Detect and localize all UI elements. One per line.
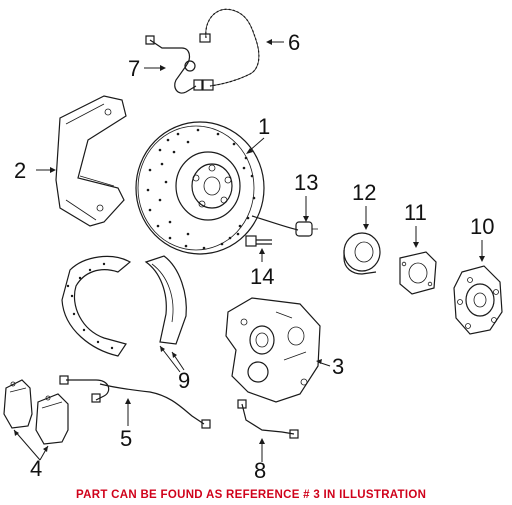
- callout-11: 11: [404, 200, 427, 225]
- leader-lines: [13, 39, 485, 462]
- part-9-parking-brake-shoes: [61, 255, 187, 357]
- part-8-brake-line: [237, 399, 299, 439]
- part-7-wear-sensor: [145, 35, 203, 94]
- callout-14: 14: [250, 264, 274, 289]
- callout-10: 10: [470, 214, 494, 239]
- part-14-bolt: [245, 235, 272, 247]
- callout-5: 5: [120, 426, 132, 451]
- callout-3: 3: [332, 354, 344, 379]
- callout-4: 4: [30, 456, 42, 481]
- callout-13: 13: [294, 170, 318, 195]
- part-3-brake-caliper: [225, 297, 321, 403]
- reference-note: PART CAN BE FOUND AS REFERENCE # 3 IN IL…: [76, 489, 426, 501]
- part-13-abs-sensor: [251, 215, 318, 237]
- part-5-wear-sensor: [59, 375, 211, 429]
- callout-9: 9: [178, 368, 190, 393]
- part-12-wheel-bearing: [343, 232, 381, 275]
- part-4-brake-pads: [3, 379, 69, 445]
- callout-7: 7: [128, 56, 140, 81]
- part-2-splash-shield: [55, 95, 127, 227]
- callout-1: 1: [258, 114, 270, 139]
- callout-8: 8: [254, 458, 266, 483]
- callout-6: 6: [288, 30, 300, 55]
- callout-2: 2: [14, 158, 26, 183]
- callout-12: 12: [352, 180, 376, 205]
- part-11-hub-carrier-plate: [399, 251, 437, 295]
- part-1-brake-rotor: [135, 121, 265, 255]
- part-6-brake-hose: [199, 8, 260, 91]
- part-10-wheel-hub: [453, 265, 503, 335]
